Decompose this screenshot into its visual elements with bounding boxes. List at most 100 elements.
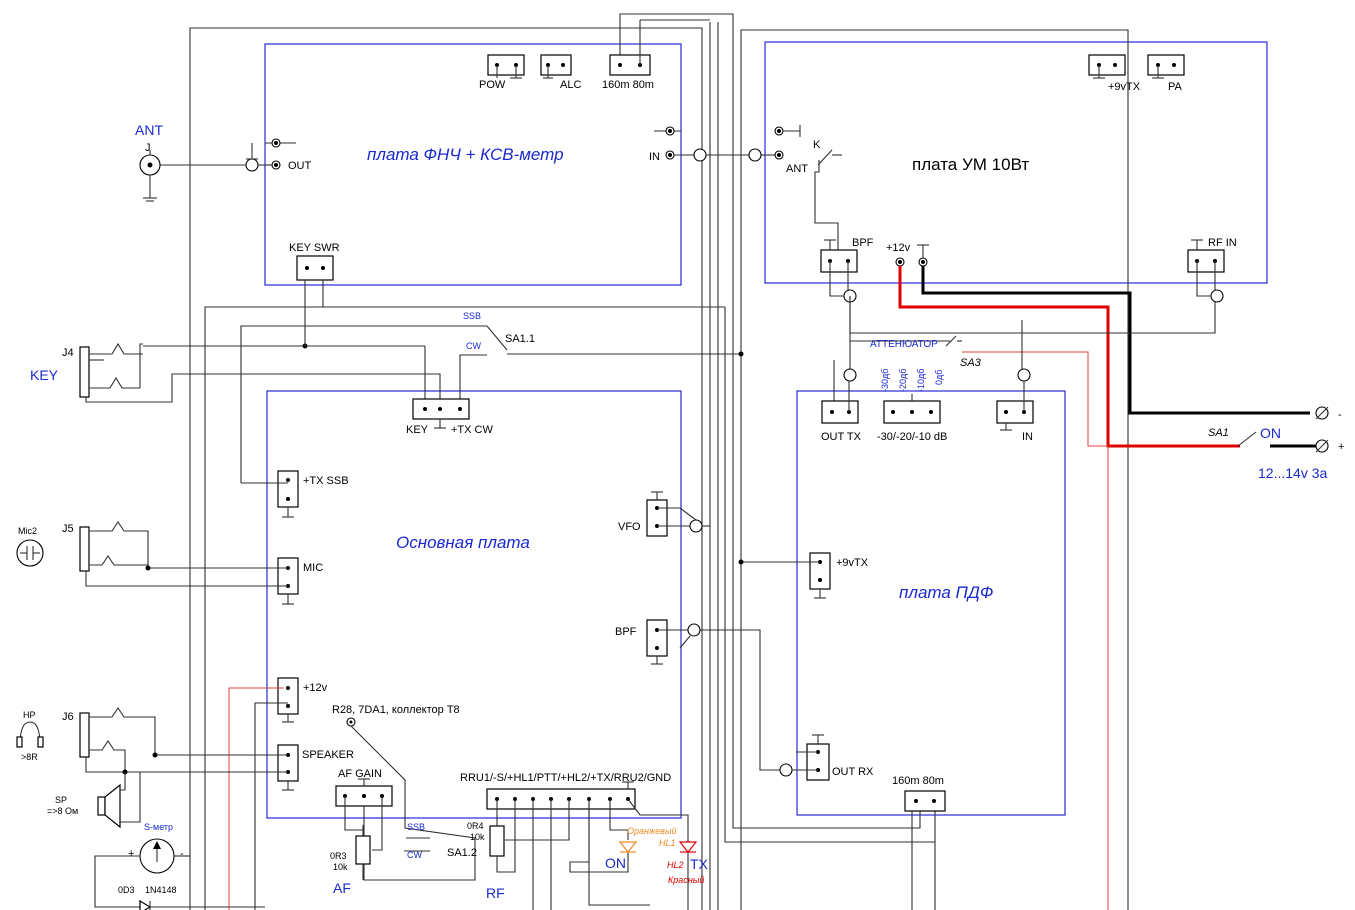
board-bpf-title: плата ПДФ: [899, 583, 993, 602]
main-r3a-label: 0R3: [330, 851, 347, 861]
lpf-in-label: IN: [649, 151, 660, 163]
hp-jack: [16, 707, 288, 829]
board-bpf: [796, 390, 1066, 816]
smeter-d3-label: 0D3: [118, 885, 135, 895]
hp-r-label: >8R: [21, 752, 38, 762]
lpf-out-label: OUT: [288, 160, 312, 172]
main-sa12-label: SA1.2: [447, 847, 477, 859]
lpf-connectors: [296, 19, 710, 281]
power-on-label: ON: [1260, 425, 1281, 441]
main-12v-red-wire: [228, 687, 284, 910]
key-j4-label: J4: [62, 347, 74, 359]
bpf-band-label: 160m 80m: [892, 775, 944, 787]
sa1-cw-label: CW: [466, 341, 481, 351]
sa1-name-label: SA1.1: [505, 333, 535, 345]
lpf-alc-label: ALC: [560, 79, 581, 91]
smeter-name-label: S-метр: [144, 822, 173, 832]
main-vfo-label: VFO: [618, 521, 641, 533]
bpf-att-label: -30/-20/-10 dB: [877, 431, 947, 443]
hp-j6-label: J6: [62, 711, 74, 723]
pa-rfin-label: RF IN: [1208, 237, 1237, 249]
pa-k-label: K: [813, 139, 821, 151]
ant-j-label: J: [145, 142, 151, 154]
main-ssb2-label: SSB: [407, 822, 425, 832]
main-cw2-label: CW: [407, 850, 422, 860]
lpf-band-label: 160m 80m: [602, 79, 654, 91]
power-terminals: [1237, 406, 1329, 453]
smeter-diode-label: 1N4148: [145, 885, 177, 895]
board-pa: [764, 41, 1268, 284]
main-af-label: AF: [333, 880, 351, 896]
main-r4a-label: 0R4: [467, 821, 484, 831]
hp-hp-label: HP: [23, 710, 36, 720]
main-hl2-label: HL2: [667, 860, 684, 870]
main-red-label: Красный: [668, 875, 704, 885]
main-hl1a-label: Оранжевый: [627, 826, 677, 836]
power-plus-label: +: [1338, 441, 1344, 453]
bpf-a30-label: -30дб: [880, 369, 890, 392]
smeter-minus-label: -: [180, 848, 184, 860]
mic-j5-label: J5: [62, 523, 74, 535]
lpf-pow-label: POW: [479, 79, 506, 91]
main-on-label: ON: [605, 855, 626, 871]
bpf-a10-label: -10дб: [916, 369, 926, 392]
main-connectors: [241, 398, 780, 910]
main-key-label: KEY: [406, 424, 429, 436]
main-r3b-label: 10k: [333, 862, 348, 872]
power-supply-label: 12...14v 3a: [1258, 465, 1327, 481]
mic-jack: [16, 521, 288, 587]
main-rf-label: RF: [486, 885, 505, 901]
sa1-switch: [240, 280, 744, 483]
bpf-a20-label: -20дб: [898, 369, 908, 392]
main-hl1b-label: HL1: [659, 838, 676, 848]
main-mic-label: MIC: [303, 562, 323, 574]
key-title: KEY: [30, 367, 59, 383]
bpf-sa3-label: SA3: [960, 357, 982, 369]
power-minus-label: -: [1338, 409, 1342, 421]
mic-name-label: Mic2: [18, 526, 37, 536]
main-afgain-label: AF GAIN: [338, 768, 382, 780]
main-12v-label: +12v: [303, 682, 328, 694]
main-tx-label: TX: [690, 856, 709, 872]
bpf-atten-label: АТТЕНЮАТОР: [870, 339, 938, 350]
ant-connector: [139, 150, 161, 202]
bpf-connectors: [738, 296, 1216, 812]
pa-pa-label: PA: [1168, 81, 1183, 93]
pa-vtx-label: +9vTX: [1108, 81, 1141, 93]
pa-12v-label: +12v: [886, 242, 911, 254]
board-pa-title: плата УМ 10Вт: [912, 155, 1029, 174]
smeter: [94, 838, 265, 910]
sa1-ssb-label: SSB: [463, 311, 481, 321]
smeter-plus-label: +: [128, 848, 134, 860]
af-section: [335, 717, 476, 881]
bpf-vtx-label: +9vTX: [836, 557, 869, 569]
main-r4b-label: 10k: [470, 832, 485, 842]
ant-title: ANT: [135, 122, 163, 138]
main-r28-label: R28, 7DA1, коллектор T8: [332, 704, 460, 716]
hp-sp-label: SP: [55, 795, 67, 805]
bpf-a0-label: 0дб: [934, 370, 944, 385]
rru-section: [486, 781, 698, 910]
bpf-outrx-label: OUT RX: [832, 766, 874, 778]
pa-ant-label: ANT: [786, 163, 808, 175]
board-main: [266, 390, 682, 819]
bpf-outtx-label: OUT TX: [821, 431, 862, 443]
frame-wires: [189, 13, 1129, 910]
pa-connectors: [814, 54, 1225, 303]
key-jack: [79, 280, 441, 409]
bpf-in-label: IN: [1022, 431, 1033, 443]
power-sa1-label: SA1: [1208, 427, 1229, 439]
main-txcw-label: +TX CW: [451, 424, 493, 436]
pa-bpf-label: BPF: [852, 237, 874, 249]
lpf-keyswr-label: KEY SWR: [289, 242, 340, 254]
board-main-title: Основная плата: [396, 533, 530, 552]
power-black-line: [921, 266, 1310, 415]
power-red-line: [898, 266, 1240, 448]
main-rru-label: RRU1/-S/+HL1/PTT/+HL2/+TX/RRU2/GND: [460, 772, 671, 784]
hp-sp-r-label: =>8 Ом: [47, 806, 78, 816]
main-txssb-label: +TX SSB: [303, 475, 349, 487]
main-bpf-label: BPF: [615, 626, 637, 638]
main-speaker-label: SPEAKER: [302, 749, 354, 761]
board-lpf-title: плата ФНЧ + КСВ-метр: [367, 145, 564, 164]
